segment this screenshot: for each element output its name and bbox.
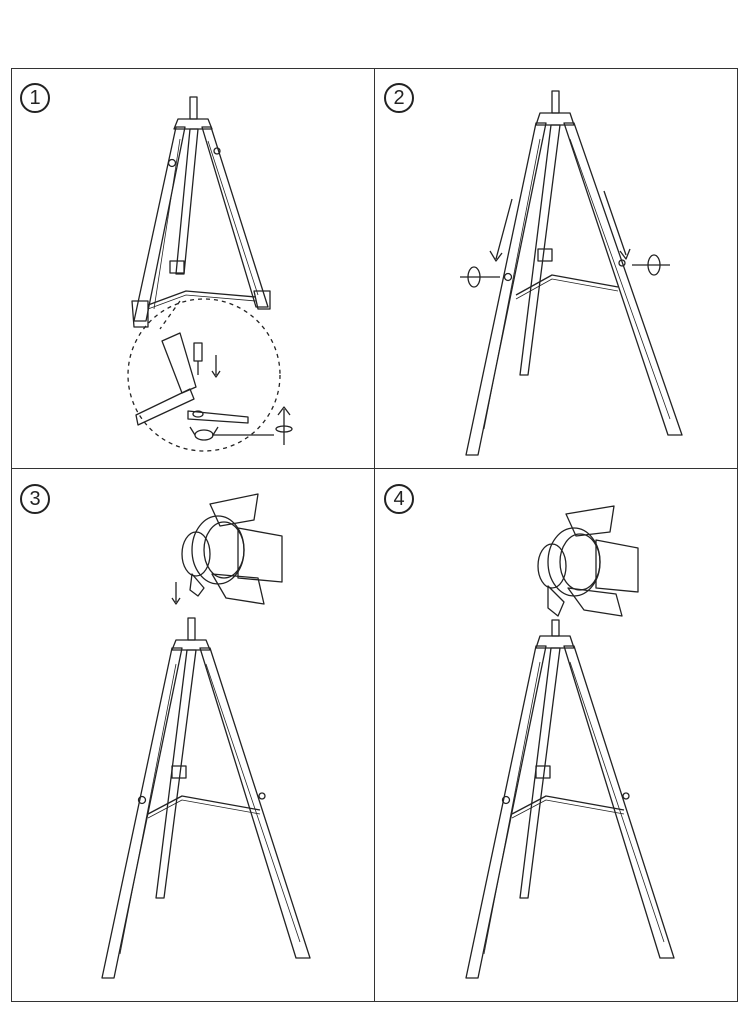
step-2-panel: 2 [376,69,738,469]
rotate-icon-right [647,254,661,276]
down-arrow-right [603,190,631,260]
leg-brace [147,290,257,306]
turn-arrow [277,406,291,445]
step-1-panel: 1 [12,69,374,469]
back-leg [519,124,561,376]
brace-clip [537,248,553,262]
knob-left [503,272,513,282]
header-band [0,0,750,66]
barn-door-right [237,527,283,583]
detail-leg-section [161,332,197,394]
detail-leg-bar [135,388,195,426]
tripod-head [535,112,575,126]
knob-left [501,795,511,805]
vertical-divider [374,68,376,1002]
spotlight-lamp [181,493,283,605]
lamp-back [537,543,567,589]
left-leg [133,126,186,322]
brace-clip [171,765,187,779]
barn-door-top [565,505,615,537]
lamp-body [547,527,601,597]
right-leg [201,126,269,308]
right-leg [563,122,683,436]
lamp-mount [547,585,565,617]
spotlight-lamp [537,505,639,617]
left-leg [465,122,547,456]
back-leg [175,128,199,275]
back-leg [519,647,561,899]
knob-left [137,795,147,805]
step-3-badge: 3 [20,484,50,514]
barn-door-bottom [211,573,265,605]
leg-brace [511,795,625,815]
left-leg [101,647,183,979]
step-3-illustration [101,493,311,979]
step-4-badge: 4 [384,484,414,514]
step-2-illustration [460,90,683,456]
right-leg [563,645,675,959]
knob-right [622,792,630,800]
step-2-badge: 2 [384,83,414,113]
back-leg [155,649,197,899]
down-arrow [171,582,181,605]
left-leg [465,645,547,979]
top-pole [189,96,198,120]
step-4-illustration [465,505,675,979]
barn-door-right [595,539,639,593]
step-1-illustration [127,96,293,452]
brace-clip [169,260,185,274]
lamp-back [181,531,211,577]
knob-right [258,792,266,800]
step-3-panel: 3 [12,470,374,979]
rotate-icon-left [467,266,481,288]
lamp-body [191,515,245,585]
wing-nut [194,429,214,441]
barn-door-top [209,493,259,527]
horizontal-divider [11,468,738,470]
brace-clip [535,765,551,779]
lamp-mount [189,573,205,597]
right-foot [253,290,271,310]
step-1-badge: 1 [20,83,50,113]
top-pole [551,90,560,114]
leg-brace [147,795,261,815]
knob-right [618,259,626,267]
detail-callout [127,298,281,452]
top-pole [551,619,560,637]
left-foot [131,300,149,328]
knob-right [213,147,221,155]
leg-brace [515,274,619,296]
detail-down-arrow [211,355,221,378]
top-pole [187,617,196,641]
detail-brace [187,410,249,424]
right-leg [199,647,311,959]
down-arrow-left [489,198,513,262]
barn-door-bottom [567,587,623,617]
detail-screw [193,342,203,362]
step-4-panel: 4 [376,470,738,979]
knob-left [167,158,177,168]
